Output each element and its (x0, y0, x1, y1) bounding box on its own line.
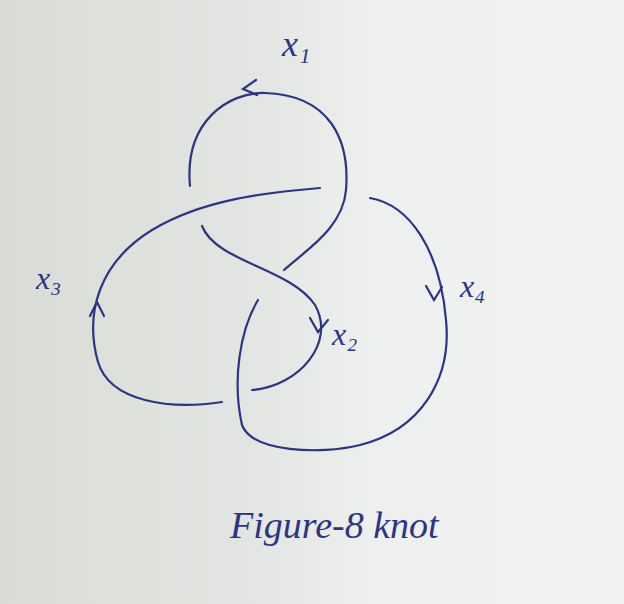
strand-label: x₂ (332, 318, 357, 350)
strand-label: x₁ (282, 26, 311, 62)
knot-strand (238, 198, 447, 450)
caption: Figure-8 knot (230, 506, 439, 544)
strand-label: x₄ (460, 270, 485, 302)
knot-strand (189, 93, 346, 270)
knot-strand (202, 226, 321, 390)
arrowhead (310, 318, 328, 332)
knot-strand (93, 188, 320, 405)
arrowhead (243, 80, 257, 95)
strand-label: x₃ (36, 262, 61, 294)
arrowhead (426, 286, 442, 300)
arrowhead (90, 302, 104, 316)
